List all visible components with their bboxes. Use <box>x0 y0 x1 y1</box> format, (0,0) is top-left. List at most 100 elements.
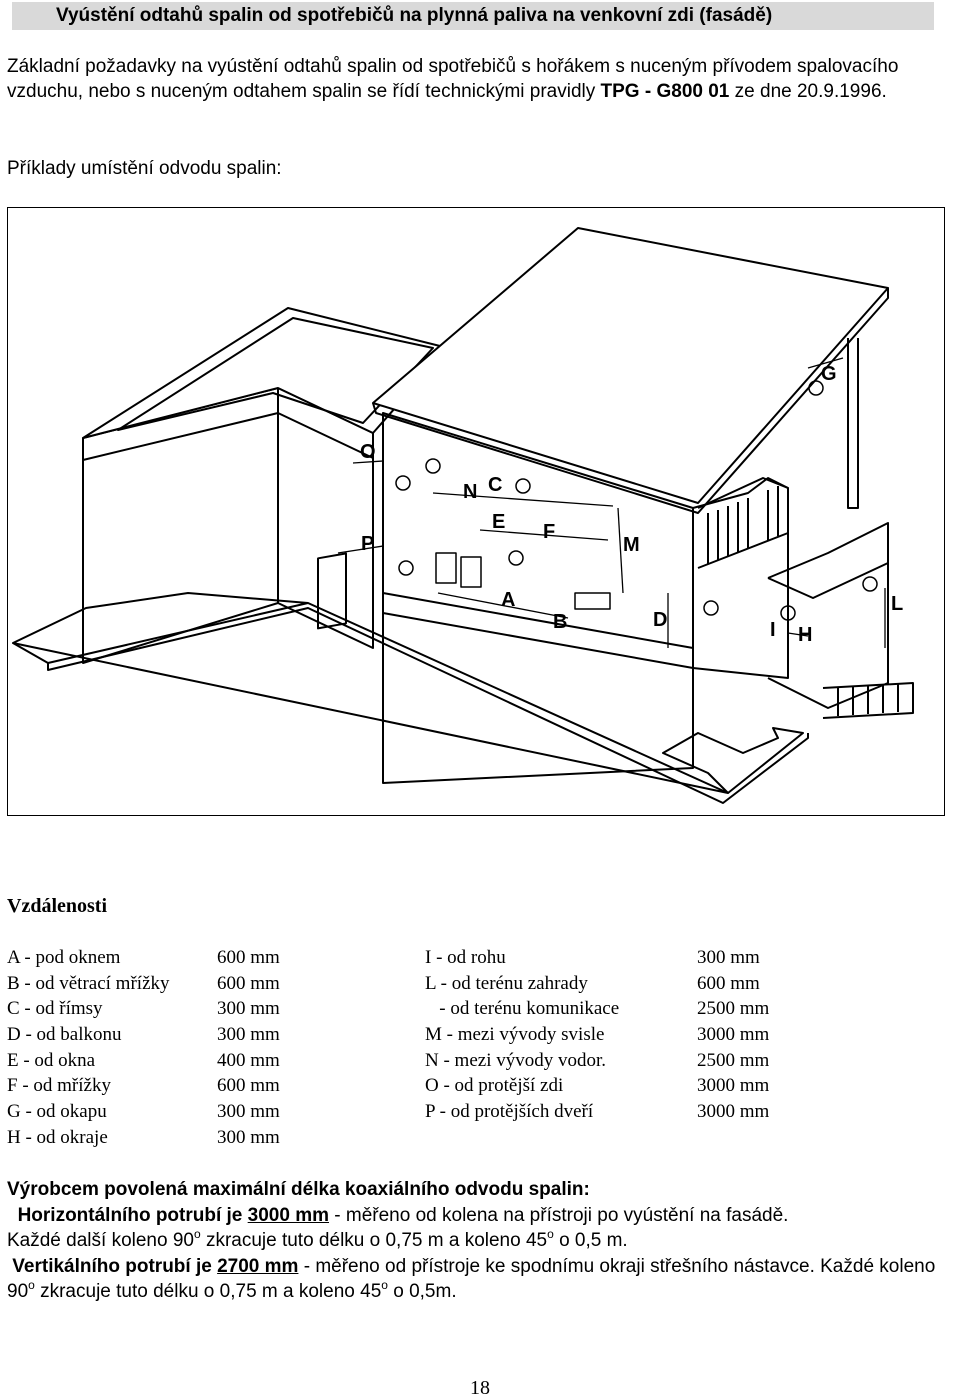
distance-value: 600 mm <box>217 947 280 968</box>
degree-mark: o <box>381 1278 388 1292</box>
max-length-section: Výrobcem povolená maximální délka koaxiá… <box>7 1177 952 1305</box>
horizontal-value: 3000 mm <box>247 1204 329 1226</box>
knee-text: o 0,5m. <box>393 1281 457 1302</box>
distance-label: E - od okna <box>7 1049 96 1071</box>
distance-label: I - od rohu <box>425 947 506 968</box>
label-e: E <box>492 511 505 533</box>
standard-reference: TPG - G800 01 <box>600 81 730 102</box>
distance-row: P - od protějších dveří 3000 mm <box>425 1099 845 1125</box>
knee-text: Každé další koleno 90 <box>7 1230 194 1251</box>
right-wing-top <box>767 562 889 599</box>
distance-label: - od terénu komunikace <box>425 998 620 1020</box>
label-m: M <box>623 534 640 556</box>
ventilation-grille <box>574 592 611 610</box>
main-building-belt <box>382 592 694 669</box>
right-wing <box>767 522 889 709</box>
building-diagram: O P N C E F M A B D I H L G <box>7 207 945 816</box>
distance-value: 600 mm <box>697 972 760 994</box>
distance-value: 300 mm <box>217 1101 280 1123</box>
left-building-door <box>317 552 347 630</box>
vertical-line: Vertikálního potrubí je 2700 mm - měřeno… <box>7 1254 952 1305</box>
distance-value: 3000 mm <box>697 1024 770 1046</box>
horizontal-rest: - měřeno od kolena na přístroji po vyúst… <box>334 1204 789 1226</box>
label-n: N <box>463 481 477 503</box>
distance-label: F - od mřížky <box>7 1075 111 1097</box>
dimension-o <box>352 460 384 464</box>
flue-outlet <box>395 475 411 491</box>
label-o: O <box>360 441 376 463</box>
vertical-rest: - měřeno od přístroje ke spodnímu okraji… <box>7 1255 936 1303</box>
ground-lower-edge <box>47 607 809 804</box>
distance-label: N - mezi vývody vodor. <box>425 1049 607 1071</box>
window <box>460 556 482 588</box>
flue-outlet <box>508 550 524 566</box>
distance-value: 3000 mm <box>697 1101 770 1123</box>
distances-title: Vzdálenosti <box>7 895 107 917</box>
examples-label: Příklady umístění odvodu spalin: <box>7 158 282 179</box>
label-i: I <box>770 619 776 641</box>
flue-outlet <box>780 605 796 621</box>
label-a: A <box>501 589 515 611</box>
distance-row: D - od balkonu 300 mm <box>7 1022 327 1048</box>
distance-value: 600 mm <box>217 972 280 994</box>
fence <box>822 682 914 719</box>
window <box>435 552 457 584</box>
distance-value: 2500 mm <box>697 1049 770 1071</box>
balcony <box>697 477 789 569</box>
distance-value: 300 mm <box>217 1024 280 1046</box>
knee-text: zkracuje tuto délku o 0,75 m a koleno 45 <box>40 1281 382 1302</box>
ground-outline <box>12 602 309 664</box>
knee-text: o 0,5 m. <box>559 1230 628 1251</box>
distance-value: 3000 mm <box>697 1075 770 1097</box>
label-d: D <box>653 609 667 631</box>
distance-label: P - od protějších dveří <box>425 1101 594 1123</box>
label-g: G <box>821 363 837 385</box>
distance-label: G - od okapu <box>7 1101 107 1123</box>
horizontal-label: Horizontálního potrubí je <box>17 1204 243 1226</box>
degree-mark: o <box>28 1278 35 1292</box>
distance-row: B - od větrací mřížky 600 mm <box>7 971 327 997</box>
dimension-g <box>807 357 844 369</box>
distance-label: D - od balkonu <box>7 1024 122 1046</box>
degree-mark: o <box>193 1227 201 1241</box>
main-building-front <box>382 412 694 784</box>
distance-row: G - od okapu 300 mm <box>7 1099 327 1125</box>
main-roof-edge <box>372 288 889 514</box>
distance-label: B - od větrací mřížky <box>7 972 170 994</box>
max-length-heading: Výrobcem povolená maximální délka koaxiá… <box>7 1179 590 1200</box>
distance-row: M - mezi vývody svisle 3000 mm <box>425 1022 845 1048</box>
distance-label: M - mezi vývody svisle <box>425 1024 605 1046</box>
label-c: C <box>488 474 502 496</box>
dimension-e <box>479 529 609 541</box>
flue-outlet <box>425 458 441 474</box>
flue-outlet <box>398 560 414 576</box>
dimension-a <box>437 592 569 619</box>
distance-label: C - od římsy <box>7 998 103 1020</box>
intro-date: ze dne 20.9.1996. <box>734 81 887 102</box>
distance-value: 300 mm <box>217 1126 280 1148</box>
flue-outlet <box>862 576 878 592</box>
label-b: B <box>553 611 567 633</box>
left-building-belt <box>82 412 374 461</box>
dimension-n <box>432 492 614 507</box>
label-p: P <box>361 533 374 555</box>
horizontal-line: Horizontálního potrubí je 3000 mm - měře… <box>7 1203 952 1229</box>
dimension-m <box>617 507 624 594</box>
dimension-i <box>787 632 809 637</box>
main-roof <box>372 227 889 504</box>
label-f: F <box>543 521 555 543</box>
label-l: L <box>891 593 903 615</box>
intro-paragraph: Základní požadavky na vyústění odtahů sp… <box>7 54 937 104</box>
distance-row: N - mezi vývody vodor. 2500 mm <box>425 1048 845 1074</box>
downpipe <box>847 338 859 509</box>
vertical-label: Vertikálního potrubí je <box>12 1255 212 1277</box>
